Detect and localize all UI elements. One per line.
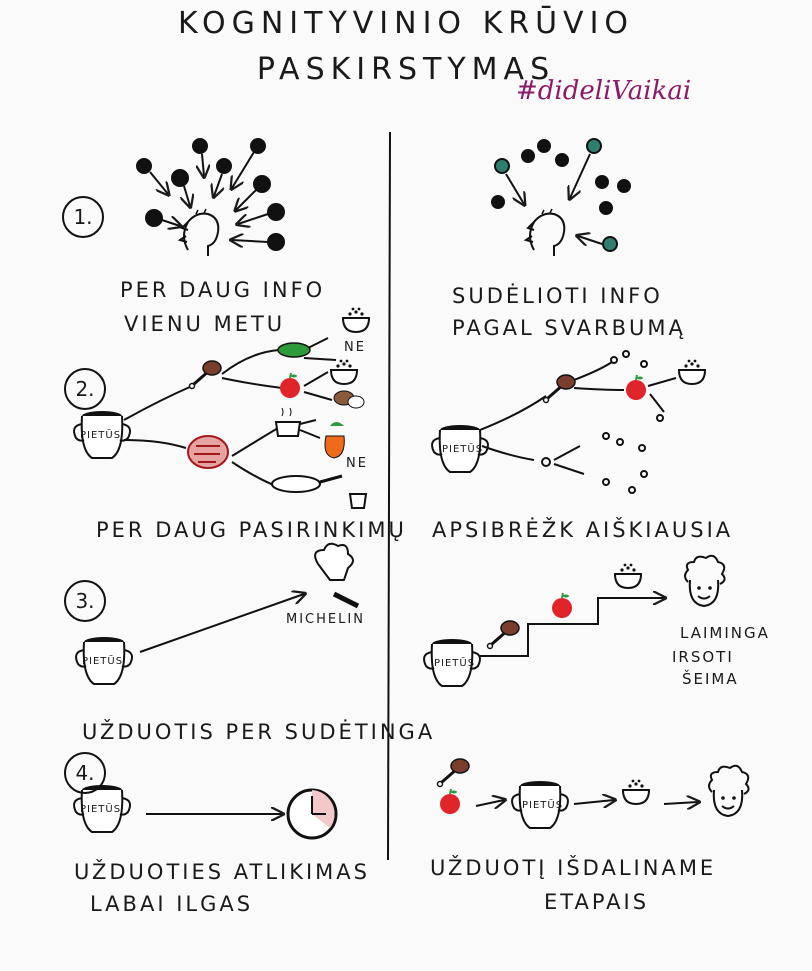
- caption-3-right-line-3: ŠEIMA: [682, 670, 739, 688]
- info-overload-drawing: [136, 138, 285, 251]
- title-line-1: KOGNITYVINIO KRŪVIO: [177, 6, 635, 41]
- clock-icon: [286, 788, 338, 840]
- caption-4-right-line-2: ETAPAIS: [544, 890, 650, 914]
- happy-person-icon: [684, 554, 726, 607]
- calm-head: [525, 208, 566, 257]
- pot-label: PIETŪS: [80, 430, 122, 441]
- caption-2-left: PER DAUG PASIRINKIMŲ: [96, 518, 407, 542]
- caption-1-left-line-1: PER DAUG INFO: [120, 278, 326, 302]
- ne-label-1: NE: [344, 340, 366, 355]
- caption-4-left-line-1: UŽDUOTIES ATLIKIMAS: [74, 860, 370, 884]
- pot-label: PIETŪS: [80, 804, 122, 815]
- section-1-number: 1.: [62, 196, 104, 238]
- caption-1-left-line-2: VIENU METU: [124, 312, 286, 336]
- caption-3-right-line-1: LAIMINGA: [680, 624, 770, 642]
- steak-icon: [187, 435, 229, 469]
- pepper-icon: [324, 422, 345, 459]
- clear-choice-drawing: [479, 350, 677, 494]
- mushroom-icon: [333, 390, 365, 409]
- steps-path: [480, 598, 664, 657]
- tomato-right-3: [551, 592, 573, 619]
- drumstick-right-3: [486, 619, 521, 650]
- caption-1-right-line-1: SUDĖLIOTI INFO: [452, 284, 663, 308]
- section-2-number: 2.: [64, 368, 106, 410]
- soup-bowl-icon: [341, 306, 371, 333]
- drumstick-right-2: [542, 373, 577, 404]
- caption-4-left-line-2: LABAI ILGAS: [90, 892, 254, 916]
- caption-3-right-line-2: IRSOTI: [672, 648, 734, 666]
- cucumber-icon: [277, 342, 311, 358]
- frying-pan-icon: [271, 474, 343, 493]
- caption-2-right: APSIBRĖŽK AIŠKIAUSIA: [432, 518, 734, 542]
- happy-person-icon-2: [708, 764, 750, 817]
- rice-bowl-right-2: [677, 358, 707, 385]
- drumstick-right-4: [436, 757, 471, 788]
- prioritized-info-drawing: [491, 138, 631, 252]
- overloaded-head: [179, 208, 220, 257]
- tomato-icon: [279, 372, 301, 399]
- caption-4-right-line-1: UŽDUOTĮ IŠDALINAME: [430, 856, 717, 880]
- section-4-number: 4.: [64, 752, 106, 794]
- michelin-label: MICHELIN: [286, 612, 365, 627]
- cup-icon: [274, 407, 302, 437]
- pot-label: PIETŪS: [522, 800, 564, 811]
- pot-label: PIETŪS: [434, 658, 476, 669]
- rice-bowl-icon: [329, 358, 359, 385]
- rice-bowl-right-4: [621, 778, 651, 805]
- hashtag: #dideliVaikai: [516, 76, 692, 106]
- too-hard-arrow: [139, 594, 304, 653]
- tomato-right-2: [625, 374, 647, 401]
- caption-3-left: UŽDUOTIS PER SUDĖTINGA: [82, 720, 436, 744]
- michelin-chef-icon: [314, 542, 360, 609]
- pot-label: PIETŪS: [442, 444, 484, 455]
- rice-bowl-right-3: [613, 562, 643, 589]
- section-3-number: 3.: [64, 580, 106, 622]
- title-line-2: PASKIRSTYMAS: [256, 52, 556, 87]
- small-cup-icon: [348, 493, 368, 509]
- caption-1-right-line-2: PAGAL SVARBUMĄ: [452, 316, 686, 340]
- pot-label: PIETŪS: [82, 656, 124, 667]
- tomato-right-4: [439, 788, 461, 815]
- choice-tree-drawing: [123, 337, 337, 487]
- ne-label-2: NE: [346, 456, 368, 471]
- drumstick-left-2: [188, 359, 223, 390]
